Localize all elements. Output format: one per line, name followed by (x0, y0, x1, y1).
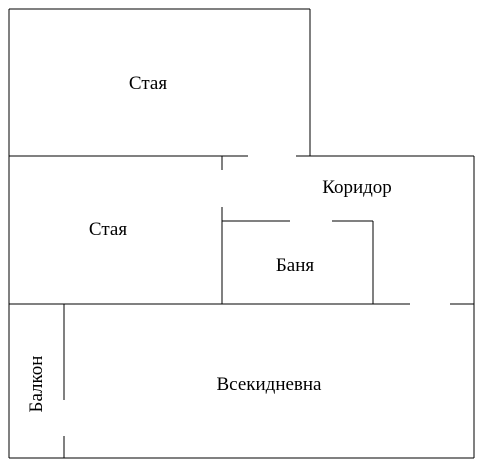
room-label-bathroom: Баня (276, 255, 315, 276)
walls (8, 8, 475, 459)
room-label-middle-room: Стая (89, 219, 127, 240)
room-label-balcony: Балкон (26, 356, 47, 413)
room-label-top-room: Стая (129, 73, 167, 94)
room-label-living-room: Всекидневна (216, 374, 322, 395)
room-label-corridor: Коридор (322, 177, 392, 198)
